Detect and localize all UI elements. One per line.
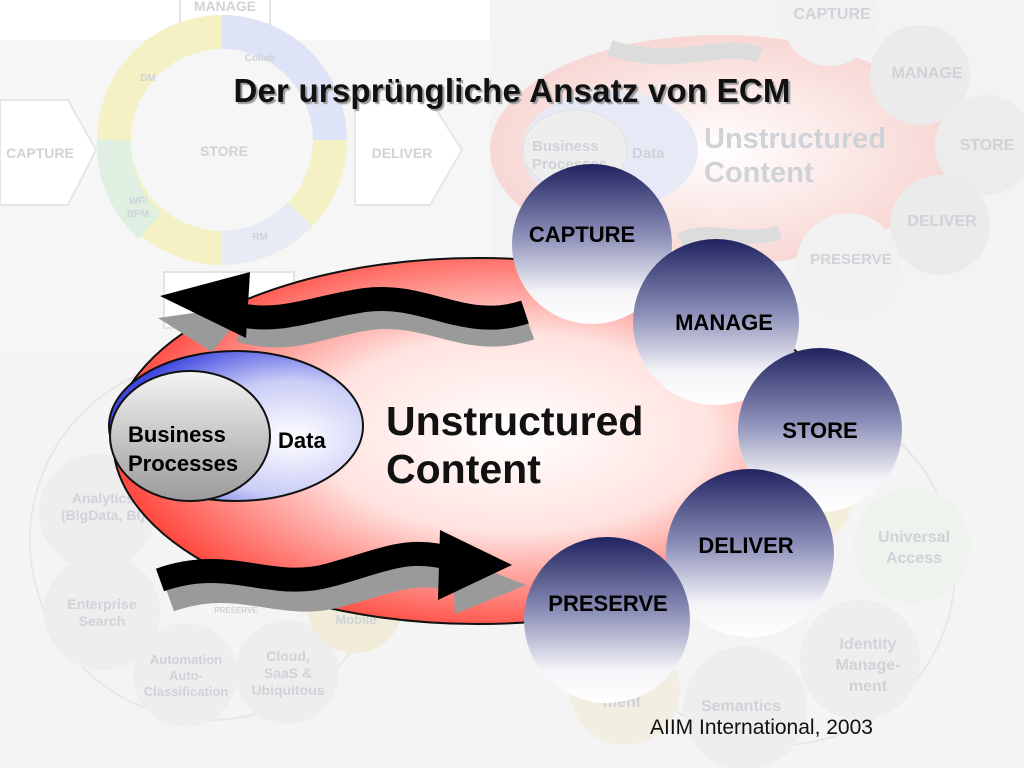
wm-enterprise-line1: Enterprise <box>67 596 137 612</box>
stage-capture-label: CAPTURE <box>528 222 636 247</box>
wm-automation-line1: Automation <box>149 652 223 667</box>
wm-cloud: Cloud, SaaS & Ubiquitous <box>240 648 336 699</box>
wm-identity-line2: Manage- <box>835 657 901 674</box>
wm-automation-line3: Classification <box>143 684 229 699</box>
wm-rm-label: RM <box>252 232 268 243</box>
stage-store-label: STORE <box>782 418 858 443</box>
capture-sphere <box>512 164 672 324</box>
wm-cloud-line1: Cloud, <box>266 648 310 664</box>
wm-tr-store: STORE <box>959 137 1015 154</box>
wm-tr-center-line2: Content <box>704 157 814 189</box>
wm-tr-deliver: DELIVER <box>907 213 977 230</box>
wm-tr-preserve: PRESERVE <box>810 251 892 268</box>
wm-analytics-line1: Analytics <box>71 490 135 506</box>
wm-semantics: Semantics <box>700 698 782 715</box>
unstructured-content-line2: Content <box>386 446 541 492</box>
deliver-sphere <box>666 469 834 637</box>
wm-capture-label: CAPTURE <box>6 145 74 161</box>
stage-deliver-label: DELIVER <box>698 533 794 558</box>
wm-identity-line3: ment <box>848 678 888 695</box>
unstructured-content-line1: Unstructured <box>386 398 644 444</box>
wm-tr-business-line1: Business <box>532 138 599 155</box>
wm-tr-capture: CAPTURE <box>793 6 871 23</box>
wm-collab-label: Collab <box>244 53 276 64</box>
wm-deliver-label: DELIVER <box>371 145 433 161</box>
wm-bpm-label: BPM <box>126 209 150 220</box>
wm-analytics-line2: (BigData, BI) <box>61 507 145 523</box>
wm-enterprise-line2: Search <box>78 613 126 629</box>
preserve-sphere <box>524 537 690 703</box>
wm-automation: Automation Auto- Classification <box>136 652 236 700</box>
wm-automation-line2: Auto- <box>169 668 203 683</box>
wm-store-label: STORE <box>200 143 248 159</box>
page-title: Der ursprüngliche Ansatz von ECM <box>233 72 791 109</box>
wm-wf-label: WF/ <box>128 196 148 207</box>
stage-preserve-label: PRESERVE <box>548 591 668 616</box>
stage-manage-label: MANAGE <box>675 310 773 335</box>
wm-universal-access: Universal Access <box>862 527 966 569</box>
store-sphere <box>738 348 902 512</box>
wm-universal-line2: Access <box>885 550 943 567</box>
wm-tr-data: Data <box>632 145 665 162</box>
wm-cloud-line3: Ubiquitous <box>251 682 325 698</box>
wm-tr-center: Unstructured Content <box>704 122 886 190</box>
wm-universal-line1: Universal <box>877 529 951 546</box>
wm-identity-line1: Identity <box>839 636 897 653</box>
source-credit: AIIM International, 2003 <box>650 716 873 739</box>
wm-analytics: Analytics (BigData, BI) <box>48 490 158 524</box>
business-label-line2: Processes <box>128 451 239 476</box>
top-wavy-arrow <box>158 272 535 352</box>
wm-identity: Identity Manage- ment <box>818 634 918 697</box>
business-label-line1: Business <box>128 422 226 447</box>
wm-tr-center-line1: Unstructured <box>704 123 887 155</box>
wm-manage-label: MANAGE <box>193 0 257 14</box>
business-processes-ellipse <box>109 370 271 502</box>
wm-tr-business: Business Processes <box>532 138 607 174</box>
wm-dm-label: DM <box>140 73 156 84</box>
wm-tr-manage: MANAGE <box>891 65 963 82</box>
data-label: Data <box>278 428 326 453</box>
bottom-wavy-arrow <box>155 530 526 614</box>
manage-sphere <box>633 239 799 405</box>
wm-preserve-small: PRESERVE <box>214 606 258 615</box>
unstructured-content-label: Unstructured Content <box>386 397 643 493</box>
business-processes-label: Business Processes <box>128 420 238 478</box>
wm-cloud-line2: SaaS & <box>263 665 313 681</box>
wm-enterprise-search: Enterprise Search <box>52 596 152 630</box>
